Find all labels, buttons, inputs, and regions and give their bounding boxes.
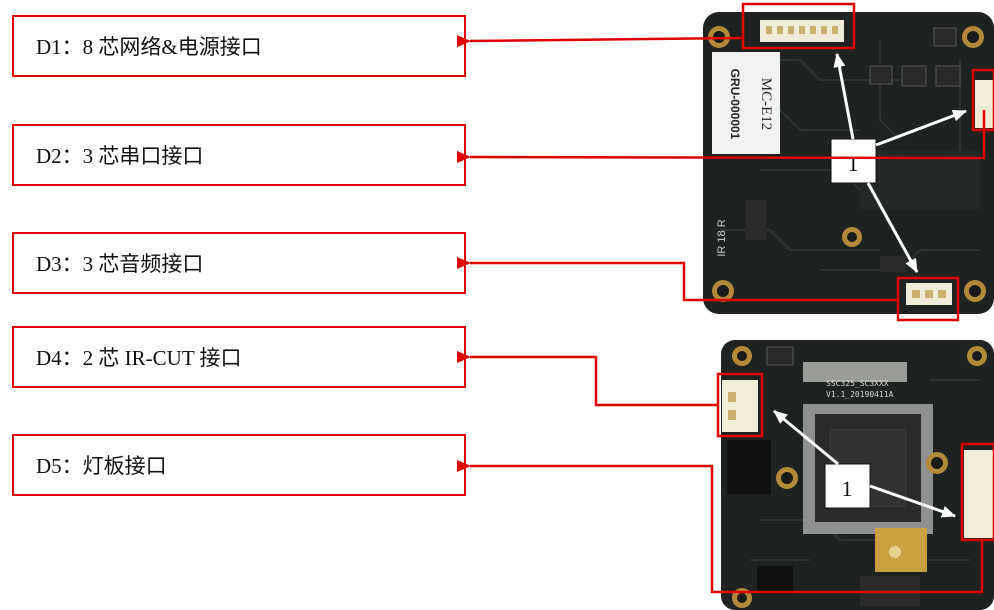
chip-text-2: V1.1_20190411A <box>826 390 894 399</box>
label-d4-text: D4：2 芯 IR-CUT 接口 <box>36 346 242 370</box>
label-d2-text: D2：3 芯串口接口 <box>36 144 204 168</box>
label-d1-text: D1：8 芯网络&电源接口 <box>36 35 262 59</box>
pin-arrow-d5 <box>869 484 956 518</box>
pin-one-box-bottom <box>824 463 871 509</box>
mount-hole <box>708 26 730 48</box>
serial-text: GRU-000001 <box>728 69 742 140</box>
model-text: MC-E12 <box>758 78 774 131</box>
leader-d2 <box>456 110 986 163</box>
label-d1: D1：8 芯网络&电源接口 <box>12 15 466 77</box>
board-sticker <box>712 52 780 154</box>
d5-highlight <box>960 442 994 542</box>
chip-shield <box>803 362 907 382</box>
mount-hole <box>926 452 948 474</box>
leader-d4 <box>457 351 718 407</box>
d5-connector <box>964 450 994 538</box>
mount-hole <box>967 346 987 366</box>
black-component <box>727 440 771 494</box>
label-d4: D4：2 芯 IR-CUT 接口 <box>12 326 466 388</box>
chip-text-1: SSC325_SC3XXX <box>826 379 889 388</box>
label-d2: D2：3 芯串口接口 <box>12 124 466 186</box>
pin-one-label-bottom: 1 <box>842 476 853 501</box>
mount-hole <box>962 26 984 48</box>
pin-arrow-d1 <box>833 53 855 140</box>
mount-hole <box>842 227 862 247</box>
mount-hole <box>964 280 986 302</box>
leader-d5 <box>457 460 984 594</box>
d4-connector <box>722 380 758 432</box>
mount-hole <box>776 467 798 489</box>
d2-connector <box>975 80 994 128</box>
pin-arrow-d4 <box>773 409 839 466</box>
label-d5-text: D5：灯板接口 <box>36 454 167 478</box>
leader-d1 <box>456 35 744 48</box>
label-d3: D3：3 芯音频接口 <box>12 232 466 294</box>
d1-highlight <box>741 2 856 50</box>
label-d3-text: D3：3 芯音频接口 <box>36 252 204 276</box>
mount-hole <box>732 346 752 366</box>
pin-one-box-top <box>830 138 877 184</box>
leader-d3 <box>457 257 898 302</box>
pin-one-label-top: 1 <box>848 151 859 176</box>
silk-ir-text: IR 18 R <box>716 219 728 256</box>
pin-arrow-d3 <box>866 182 919 273</box>
pin-arrow-d2 <box>875 109 967 147</box>
label-d5: D5：灯板接口 <box>12 434 466 496</box>
mount-hole <box>712 280 734 302</box>
